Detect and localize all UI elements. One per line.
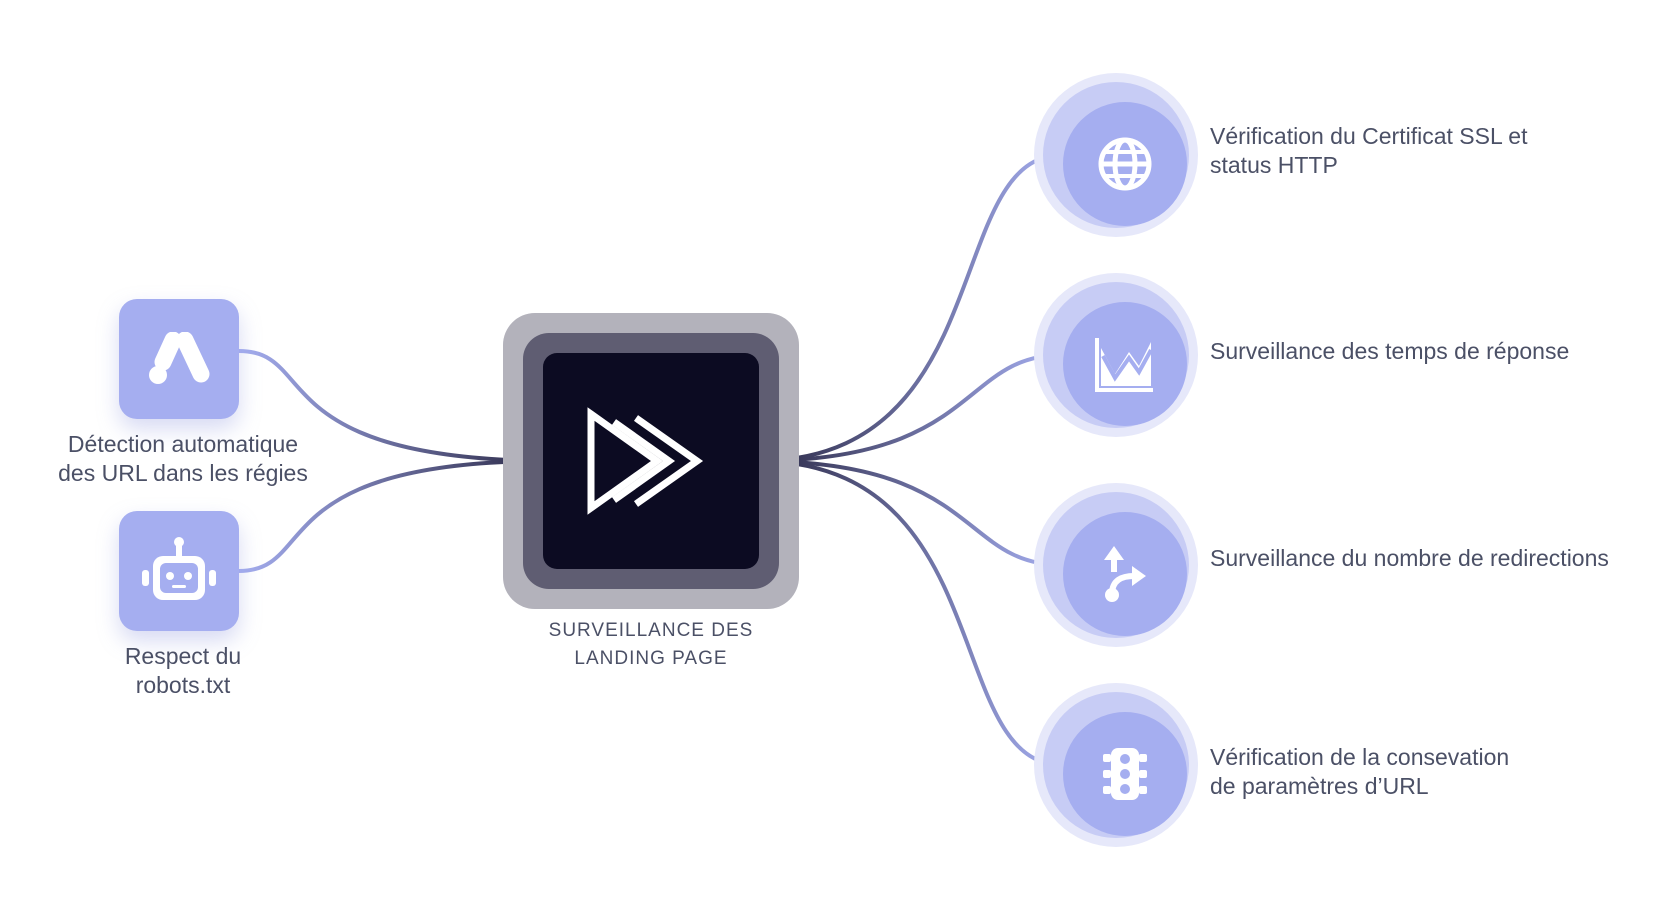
label-line: Respect du [124,643,242,669]
label-line: Surveillance des temps de réponse [1210,338,1570,364]
right-node-url-params [1034,683,1198,847]
traffic-light-icon [1103,748,1147,800]
globe-icon [1098,137,1152,191]
label-line: Détection automatique [67,431,299,457]
robot-icon [142,537,216,600]
circle-ring [1043,492,1189,638]
right-node-response-time [1034,273,1198,437]
left-node-ads [119,299,239,419]
connector-left-0 [238,349,546,463]
hub-title: SURVEILLANCE DES LANDING PAGE [503,617,799,673]
left-node-robots [119,511,239,631]
label-line: Vérification du Certificat SSL et [1210,123,1528,149]
connector-right-3 [756,459,1063,767]
right-node-redirections [1034,483,1198,647]
triple-play-arrows-icon [587,407,704,515]
circle-core [1063,102,1187,226]
hub-core [543,353,759,569]
right-label-response-time: Surveillance des temps de réponse [1210,337,1650,366]
circle-ring [1043,82,1189,228]
google-ads-icon [149,332,210,384]
right-node-ssl [1034,73,1198,237]
label-line: robots.txt [135,672,231,698]
left-label-robots: Respect du robots.txt [33,642,333,700]
circle-ring [1043,282,1189,428]
circle-ring [1043,692,1189,838]
label-line: Vérification de la consevation [1210,744,1510,770]
circle-core [1063,302,1187,426]
left-label-ads: Détection automatique des URL dans les r… [33,430,333,488]
right-label-ssl: Vérification du Certificat SSL et status… [1210,122,1650,180]
circle-core [1063,512,1187,636]
label-line: status HTTP [1210,152,1338,178]
label-line: des URL dans les régies [58,460,308,486]
area-chart-icon [1095,338,1153,392]
hub-title-line: LANDING PAGE [574,648,728,669]
right-label-redirections: Surveillance du nombre de redirections [1210,544,1650,573]
circle-core [1063,712,1187,836]
redirect-arrow-icon [1104,546,1146,602]
label-line: de paramètres d’URL [1210,773,1429,799]
connector-right-2 [756,459,1063,567]
right-label-url-params: Vérification de la consevation de paramè… [1210,743,1650,801]
label-line: Surveillance du nombre de redirections [1210,545,1609,571]
connector-right-0 [756,153,1063,463]
hub-title-line: SURVEILLANCE DES [548,620,754,641]
connector-right-1 [756,353,1063,463]
connector-left-1 [238,459,546,573]
